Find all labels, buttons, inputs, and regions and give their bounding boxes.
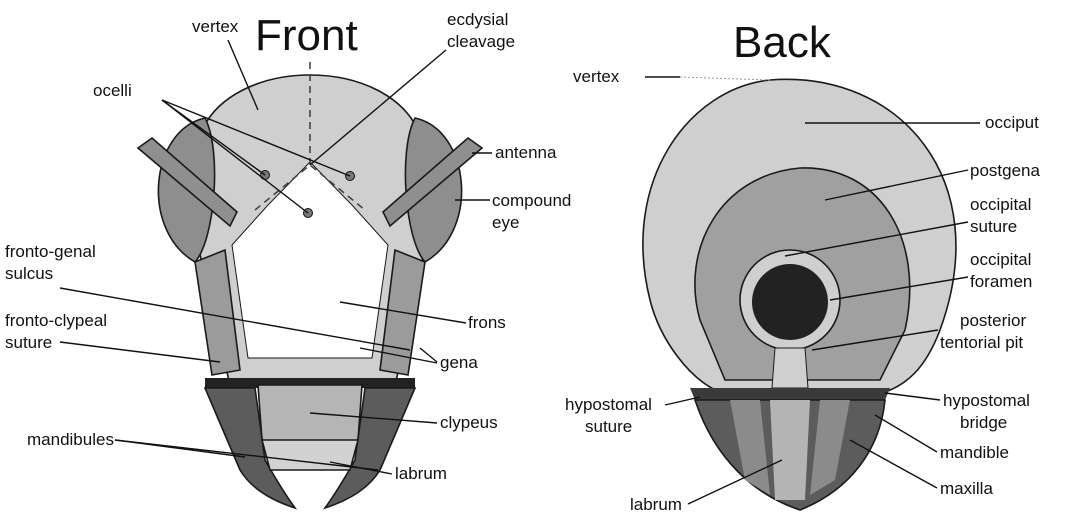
label-mandibules: mandibules xyxy=(27,430,114,449)
back-title: Back xyxy=(733,18,832,67)
label-hypostomal-bridge-line2: bridge xyxy=(960,413,1007,432)
label-posterior-tentorial-line1: posterior xyxy=(960,311,1026,330)
occipital-foramen-shape xyxy=(752,264,828,340)
label-antenna: antenna xyxy=(495,143,557,162)
clypeus-shape xyxy=(258,385,362,444)
label-fronto-clypeal-line1: fronto-clypeal xyxy=(5,311,107,330)
label-occipital-foramen-line2: foramen xyxy=(970,272,1032,291)
leader-maxilla xyxy=(850,440,937,488)
label-postgena: postgena xyxy=(970,161,1040,180)
label-occiput: occiput xyxy=(985,113,1039,132)
leader-hypostomal-bridge xyxy=(885,393,940,400)
label-gena: gena xyxy=(440,353,478,372)
label-occipital-suture-line1: occipital xyxy=(970,195,1031,214)
label-fronto-genal-line2: sulcus xyxy=(5,264,53,283)
leader-mandible xyxy=(875,415,937,452)
label-compound-line1: compound xyxy=(492,191,571,210)
label-hypostomal-bridge-line1: hypostomal xyxy=(943,391,1030,410)
label-vertex-back: vertex xyxy=(573,67,620,86)
label-hypostomal-suture-line2: suture xyxy=(585,417,632,436)
label-labrum-back: labrum xyxy=(630,495,682,514)
leader-vertex-back-dotted xyxy=(680,77,770,80)
label-labrum-front: labrum xyxy=(395,464,447,483)
front-view xyxy=(138,62,482,508)
label-maxilla: maxilla xyxy=(940,479,993,498)
back-labrum-center xyxy=(770,400,810,500)
label-occipital-foramen-line1: occipital xyxy=(970,250,1031,269)
label-ocelli: ocelli xyxy=(93,81,132,100)
front-title: Front xyxy=(255,11,358,60)
label-hypostomal-suture-line1: hypostomal xyxy=(565,395,652,414)
label-frons: frons xyxy=(468,313,506,332)
label-clypeus: clypeus xyxy=(440,413,498,432)
label-occipital-suture-line2: suture xyxy=(970,217,1017,236)
front-label-vertex: vertex xyxy=(192,17,239,36)
label-ecdysial-line1: ecdysial xyxy=(447,10,508,29)
label-posterior-tentorial-line2: tentorial pit xyxy=(940,333,1023,352)
hypostomal-bridge-band xyxy=(690,388,890,400)
back-neck-channel xyxy=(772,348,808,388)
label-mandible: mandible xyxy=(940,443,1009,462)
label-fronto-clypeal-line2: suture xyxy=(5,333,52,352)
leader-fronto-clypeal xyxy=(60,342,220,362)
back-view xyxy=(643,79,956,510)
label-fronto-genal-line1: fronto-genal xyxy=(5,242,96,261)
label-ecdysial-line2: cleavage xyxy=(447,32,515,51)
label-compound-line2: eye xyxy=(492,213,519,232)
